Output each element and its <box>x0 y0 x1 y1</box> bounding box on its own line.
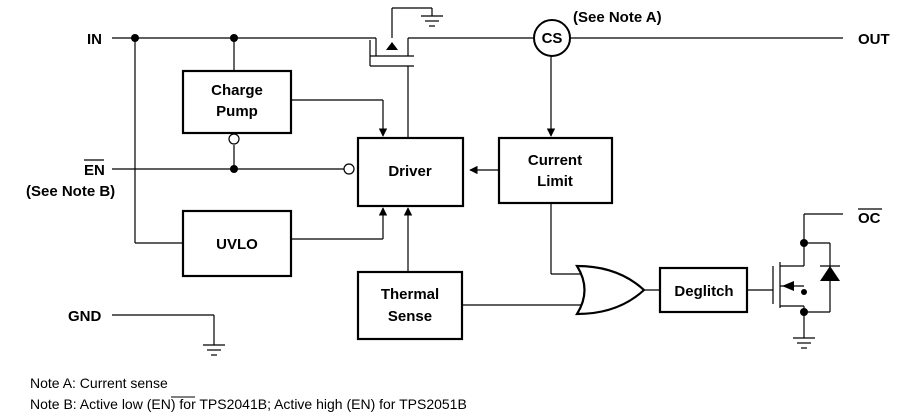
note-b-prefix: Note B: Active low ( <box>30 396 152 412</box>
deglitch-label: Deglitch <box>674 283 733 300</box>
junction-dots <box>131 34 808 316</box>
ground-symbol-oc <box>793 337 815 349</box>
driver-label: Driver <box>388 163 432 180</box>
note-a: Note A: Current sense <box>30 375 168 391</box>
pin-gnd: GND <box>68 308 102 325</box>
current-sense-circle <box>533 19 571 57</box>
thermal-sense-block <box>356 270 464 341</box>
thermal-sense-label-2: Sense <box>388 308 432 325</box>
deglitch-block <box>658 266 749 314</box>
current-limit-label-1: Current <box>528 152 582 169</box>
current-limit-block <box>497 136 614 205</box>
pin-en: EN <box>84 162 105 179</box>
pass-mosfet-arrow <box>386 42 398 50</box>
note-b-suffix: ) for TPS2041B; Active high (EN) for TPS… <box>171 396 467 412</box>
thermal-sense-label-1: Thermal <box>381 286 439 303</box>
note-b: Note B: Active low (EN) for TPS2041B; Ac… <box>30 396 467 412</box>
uvlo-block <box>181 209 293 278</box>
charge-pump-bubble <box>228 133 240 145</box>
charge-pump-block <box>181 69 293 135</box>
charge-pump-label-1: Charge <box>211 82 263 99</box>
driver-en-bubble <box>343 163 355 175</box>
uvlo-label: UVLO <box>216 236 258 253</box>
wires <box>112 7 843 345</box>
driver-block <box>356 136 465 208</box>
pin-in: IN <box>87 31 102 48</box>
ground-symbol-fet <box>421 15 443 27</box>
charge-pump-label-2: Pump <box>216 103 258 120</box>
cs-note: (See Note A) <box>573 9 662 26</box>
pin-out: OUT <box>858 31 890 48</box>
pin-oc: OC <box>858 210 881 227</box>
current-sense-label: CS <box>542 30 563 47</box>
current-limit-label-2: Limit <box>537 173 573 190</box>
or-gate <box>575 264 646 316</box>
ground-symbol-gnd <box>203 344 225 356</box>
pin-en-note: (See Note B) <box>26 183 115 200</box>
note-b-en: EN <box>151 396 170 412</box>
